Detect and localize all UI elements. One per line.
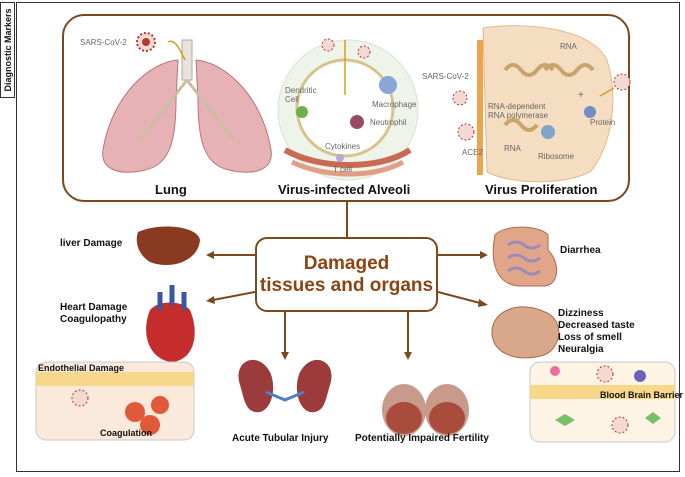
protein-icon [584,106,596,118]
ribosome-label: Ribosome [538,152,575,161]
arrowhead-neuro [478,299,488,307]
virus-icon-lung [136,32,156,52]
arrow-neuro [437,291,481,304]
dendritic-label: Dendritic Cell [285,86,317,104]
arrowhead-fertility [404,352,412,360]
lung-illustration [102,39,272,173]
alveoli-label: Virus-infected Alveoli [278,182,411,197]
liver-icon [136,226,200,266]
cytokines-label: Cytokines [325,142,361,151]
dendritic-cell-icon [296,106,308,118]
sars-label-left: SARS-CoV-2 [80,38,127,47]
kidney-icon [238,359,332,413]
endothelial-panel [35,361,195,441]
macrophage-icon [379,76,397,94]
ace2-label: ACE2 [462,148,483,157]
rna-mid-label: RNA [504,144,521,153]
rdrp-label: RNA-dependent RNA polymerase [488,102,549,120]
connectors [206,202,488,360]
diarrhea-label: Diarrhea [560,245,601,256]
alveoli-illustration [277,38,419,181]
plus-label: + [578,90,584,101]
side-tab: Diagnostic Markers [0,2,15,98]
arrow-heart [212,291,256,301]
arrowhead-heart [206,296,215,304]
rna-top-label: RNA [560,42,577,51]
proliferation-illustration [452,25,631,183]
tcell-icon [336,154,344,162]
protein-label: Protein [590,118,616,127]
center-line1: Damaged [303,253,390,274]
macrophage-label: Macrophage [372,100,417,109]
ribosome-icon [541,125,555,139]
heart-icon [146,285,195,362]
center-line2: tissues and organs [259,275,434,296]
arrowhead-kidney [281,352,289,360]
heart-label: Heart Damage Coagulopathy [60,302,128,325]
brain-icon [491,306,560,359]
liver-label: liver Damage [60,238,123,249]
endothelial-label: Endothelial Damage [38,363,125,373]
center-box: Damaged tissues and organs [255,237,438,312]
tcell-label: T cell [333,165,352,174]
sars-label-right: SARS-CoV-2 [422,72,469,81]
fertility-icon [382,384,469,436]
bbb-panel [529,361,676,443]
fertility-label: Potentially Impaired Fertility [355,433,489,444]
neutrophil-icon [350,115,364,129]
lung-label: Lung [155,182,187,197]
arrowhead-liver [206,251,214,259]
coagulation-label: Coagulation [100,428,152,438]
intestine-icon [492,226,558,287]
arrowhead-diarrhea [480,251,488,259]
neuro-label: Dizziness Decreased taste Loss of smell … [558,308,635,355]
bbb-label: Blood Brain Barrier [600,390,684,400]
kidney-label: Acute Tubular Injury [232,433,329,444]
proliferation-label: Virus Proliferation [485,182,598,197]
neutrophil-label: Neutrophil [370,118,407,127]
figure-frame [16,2,680,472]
